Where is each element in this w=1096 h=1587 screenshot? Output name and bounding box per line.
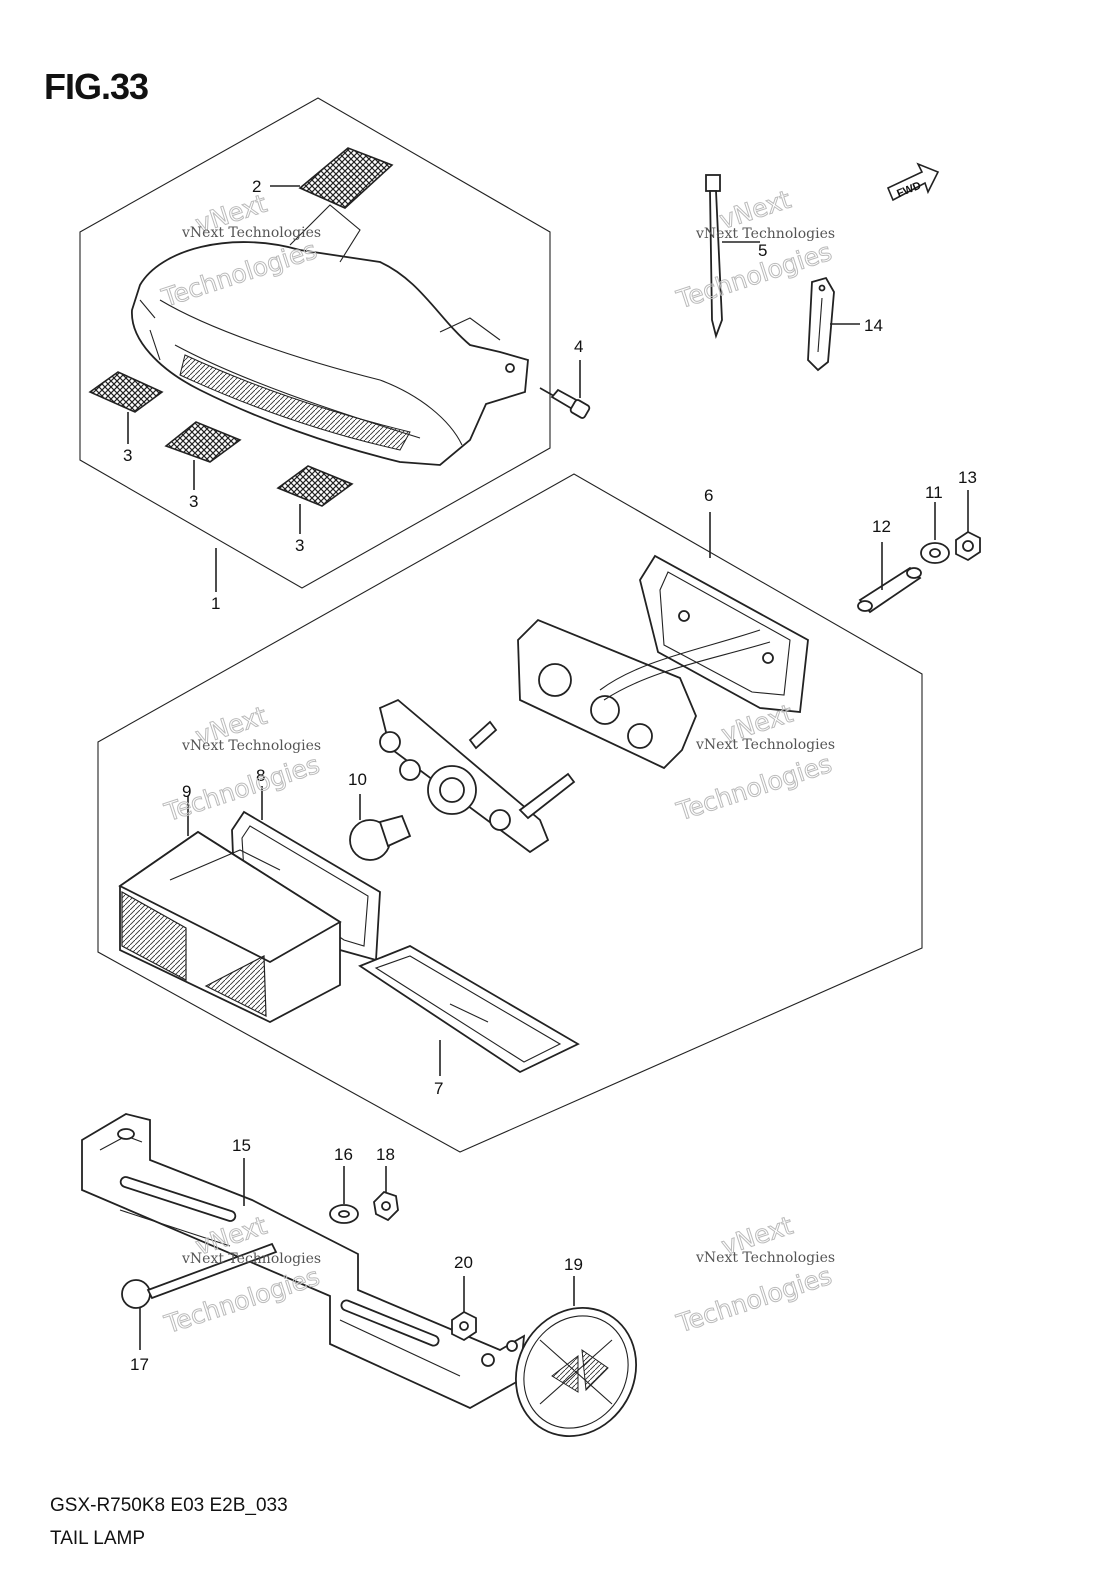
watermark-text: vNext Technologies <box>181 738 321 754</box>
watermark-text: vNext Technologies <box>695 1250 835 1266</box>
callout-10: 10 <box>348 770 367 789</box>
callout-9: 9 <box>182 782 191 801</box>
callout-12: 12 <box>872 517 891 536</box>
leader-lines <box>127 185 969 1350</box>
group-box-tail-lamp-assy <box>79 97 551 589</box>
figure-name: TAIL LAMP <box>50 1528 146 1549</box>
license-bracket-6 <box>639 554 809 713</box>
spacer-12 <box>857 566 922 614</box>
bolt-17 <box>121 1242 278 1309</box>
callout-3c: 3 <box>295 536 304 555</box>
figure-title: FIG.33 <box>44 66 149 107</box>
group-box-license-lamp <box>97 473 923 1153</box>
callout-8: 8 <box>256 766 265 785</box>
callout-13: 13 <box>958 468 977 487</box>
callout-19: 19 <box>564 1255 583 1274</box>
watermark-bottom-right: vNext vNext Technologies Technologies <box>672 1210 836 1339</box>
callout-5: 5 <box>758 241 767 260</box>
watermark-mid-right: vNext vNext Technologies Technologies <box>672 698 836 827</box>
watermark-text: vNext Technologies <box>181 225 321 241</box>
callout-2: 2 <box>252 177 261 196</box>
lamp-socket <box>378 698 576 854</box>
callout-17: 17 <box>130 1355 149 1374</box>
reflector-pad-3a <box>88 371 164 413</box>
watermark-brand-sub: Technologies <box>160 1262 323 1340</box>
callout-16: 16 <box>334 1145 353 1164</box>
figure-code: GSX-R750K8 E03 E2B_033 <box>50 1495 288 1516</box>
license-lamp-body <box>517 618 771 770</box>
callout-7: 7 <box>434 1079 443 1098</box>
reflector-19 <box>515 1307 637 1437</box>
callout-1: 1 <box>211 594 220 613</box>
watermark-text: vNext Technologies <box>695 226 835 242</box>
clamp-14 <box>807 276 835 372</box>
tail-lamp-housing <box>131 204 529 466</box>
callout-14: 14 <box>864 316 883 335</box>
callout-11: 11 <box>925 483 943 502</box>
watermark-brand-sub: Technologies <box>673 1261 836 1339</box>
bulb-10 <box>349 814 412 861</box>
plate-7 <box>358 945 580 1074</box>
screw-4 <box>539 387 591 419</box>
callout-4: 4 <box>574 337 583 356</box>
watermark-text: vNext Technologies <box>181 1251 321 1267</box>
watermark-mid-left: vNext vNext Technologies Technologies <box>160 700 324 828</box>
reflector-pad-3b <box>164 421 242 463</box>
callout-15: 15 <box>232 1136 251 1155</box>
watermark-brand-sub: Technologies <box>673 749 836 827</box>
cable-tie-5 <box>705 174 723 340</box>
watermark-text: vNext Technologies <box>695 737 835 753</box>
callout-3b: 3 <box>189 492 198 511</box>
bracket-15 <box>81 1113 526 1410</box>
callout-20: 20 <box>454 1253 473 1272</box>
reflector-pad-3c <box>276 465 354 507</box>
callout-numbers: 1 2 3 3 3 4 5 6 7 8 9 10 11 12 13 14 15 … <box>123 177 977 1374</box>
nut-13 <box>955 530 981 562</box>
reflector-pad-2 <box>298 147 394 209</box>
lens-9 <box>118 830 342 1024</box>
callout-18: 18 <box>376 1145 395 1164</box>
callout-6: 6 <box>704 486 713 505</box>
fwd-arrow-icon: FWD <box>886 162 940 202</box>
washer-11 <box>920 542 950 564</box>
nut-20 <box>451 1310 477 1342</box>
callout-3a: 3 <box>123 446 132 465</box>
nut-18 <box>373 1190 399 1222</box>
washer-16 <box>329 1204 359 1224</box>
